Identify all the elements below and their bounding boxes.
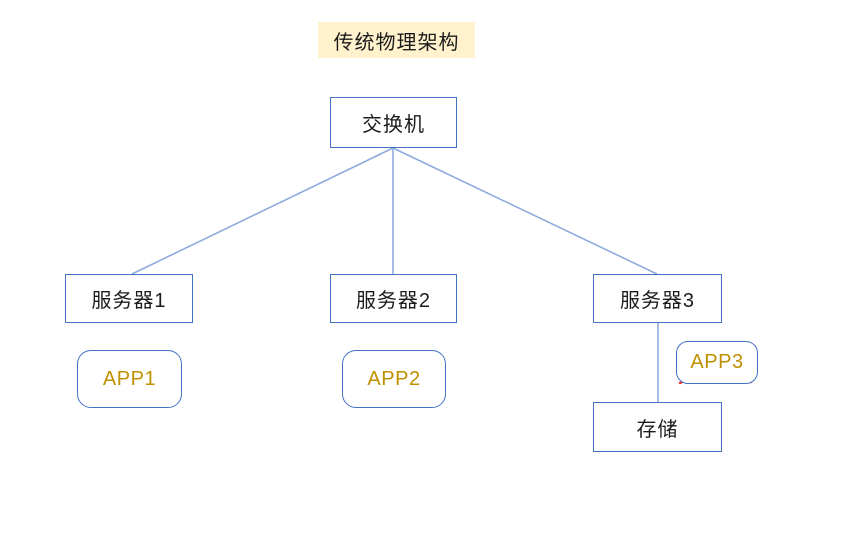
node-server3-label: 服务器3 bbox=[619, 290, 696, 312]
diagram-title: 传统物理架构 bbox=[318, 22, 475, 58]
node-server1: 服务器1 bbox=[65, 274, 193, 323]
node-app3: APP3 bbox=[676, 341, 758, 384]
node-server2: 服务器2 bbox=[330, 274, 457, 323]
node-server3: 服务器3 bbox=[593, 274, 722, 323]
node-app1: APP1 bbox=[77, 350, 182, 408]
connector-switch-server3 bbox=[392, 147, 658, 275]
node-app2-label: APP2 bbox=[367, 367, 421, 390]
node-server2-label: 服务器2 bbox=[355, 290, 432, 312]
node-app3-label: APP3 bbox=[690, 351, 744, 373]
node-app2: APP2 bbox=[342, 350, 446, 408]
node-server1-label: 服务器1 bbox=[91, 290, 167, 312]
node-switch: 交换机 bbox=[330, 97, 457, 148]
node-switch-label: 交换机 bbox=[362, 114, 425, 136]
node-app1-label: APP1 bbox=[102, 367, 157, 390]
connector-switch-server1 bbox=[131, 147, 394, 275]
node-storage-label: 存储 bbox=[636, 418, 679, 441]
node-storage: 存储 bbox=[593, 402, 722, 452]
